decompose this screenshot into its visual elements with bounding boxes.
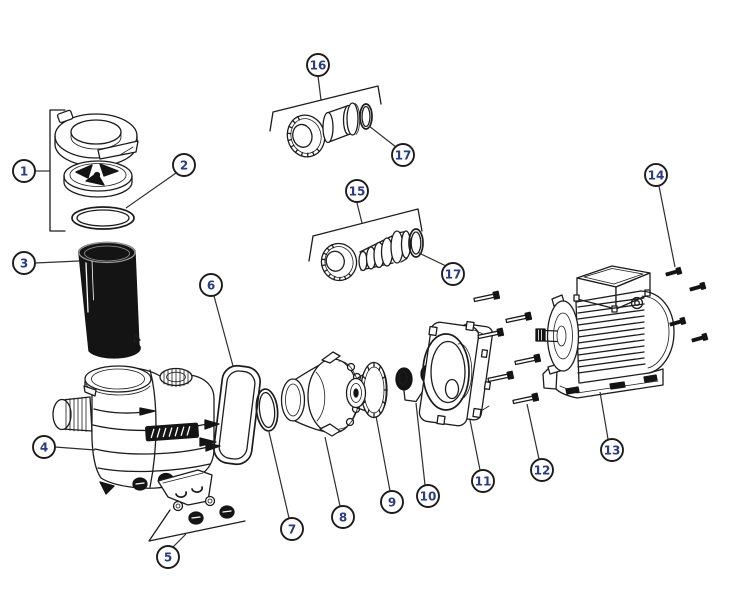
part-diffuser-o-ring bbox=[255, 388, 279, 432]
callout-number: 10 bbox=[420, 489, 437, 503]
callout-number: 12 bbox=[534, 463, 551, 477]
callout-number: 4 bbox=[40, 440, 48, 454]
part-union-o-ring-middle bbox=[408, 228, 424, 258]
callout-number: 17 bbox=[445, 267, 462, 281]
part-motor bbox=[535, 265, 675, 399]
part-motor-screws bbox=[665, 266, 709, 343]
callout-part-9: 9 bbox=[375, 415, 404, 514]
callout-part-2: 2 bbox=[125, 153, 196, 209]
callout-part-17-middle: 17 bbox=[418, 252, 465, 286]
callout-number: 8 bbox=[339, 510, 347, 524]
callout-number: 2 bbox=[180, 158, 188, 172]
callout-part-14: 14 bbox=[644, 163, 676, 268]
callout-part-7: 7 bbox=[268, 431, 304, 541]
callout-number: 15 bbox=[349, 184, 366, 198]
callout-part-1: 1 bbox=[12, 159, 50, 183]
part-union-o-ring-top bbox=[359, 103, 373, 130]
part-pump-housing bbox=[52, 365, 221, 506]
callout-part-17-top: 17 bbox=[368, 125, 415, 167]
callout-number: 7 bbox=[288, 522, 296, 536]
callout-part-15: 15 bbox=[345, 179, 369, 224]
part-hose-union bbox=[308, 208, 423, 282]
callout-number: 9 bbox=[388, 495, 396, 509]
callout-number: 16 bbox=[310, 58, 327, 72]
callout-part-4: 4 bbox=[32, 435, 96, 459]
part-cover-o-ring bbox=[71, 206, 135, 230]
brand-label bbox=[145, 422, 199, 442]
part-pipe-union bbox=[269, 85, 382, 158]
callout-part-6: 6 bbox=[199, 273, 234, 367]
callout-number: 13 bbox=[604, 443, 621, 457]
callout-number: 6 bbox=[207, 278, 215, 292]
part-strainer-basket bbox=[78, 241, 141, 359]
callout-number: 1 bbox=[20, 164, 28, 178]
callout-part-12: 12 bbox=[526, 403, 554, 482]
part-impeller bbox=[345, 361, 388, 419]
callout-part-5: 5 bbox=[156, 533, 187, 569]
part-motor-bolts bbox=[473, 290, 542, 405]
part-seal-plate bbox=[418, 320, 494, 427]
callout-part-11: 11 bbox=[469, 419, 495, 493]
callout-number: 17 bbox=[395, 148, 412, 162]
callout-number: 5 bbox=[164, 550, 172, 564]
callout-part-16: 16 bbox=[306, 53, 330, 101]
part-lid-assembly bbox=[49, 109, 139, 232]
part-housing-gasket bbox=[213, 364, 261, 466]
callout-part-8: 8 bbox=[324, 436, 355, 529]
callout-part-10: 10 bbox=[415, 402, 440, 508]
callout-number: 3 bbox=[20, 256, 28, 270]
callout-number: 11 bbox=[475, 474, 492, 488]
callout-part-13: 13 bbox=[599, 391, 624, 462]
callout-part-3: 3 bbox=[12, 251, 80, 275]
part-drain-plugs bbox=[148, 495, 246, 542]
callout-number: 14 bbox=[648, 168, 665, 182]
